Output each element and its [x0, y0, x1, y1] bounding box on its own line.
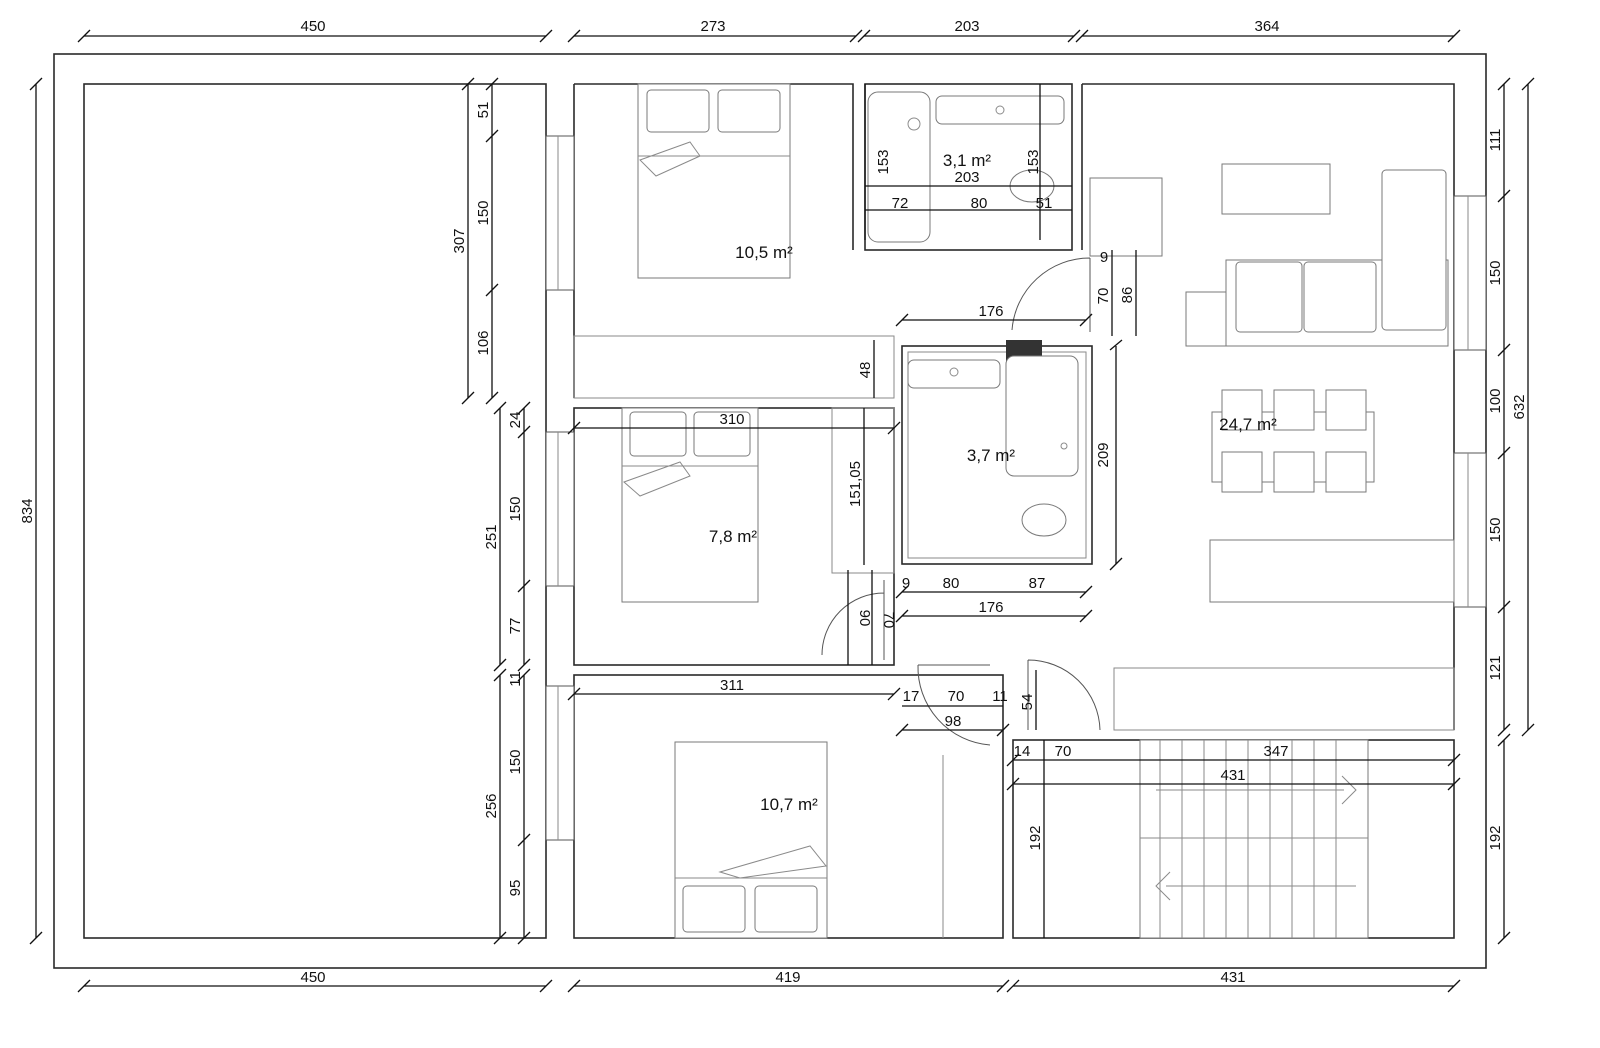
- dim-bath2-9: 9: [902, 575, 910, 592]
- dim-bath1-51: 51: [1036, 195, 1053, 212]
- dim-bath2-87: 87: [1029, 575, 1046, 592]
- closet-top: [573, 335, 895, 399]
- dim-stair-70: 70: [1055, 743, 1072, 760]
- dim-stair-192: 192: [1027, 825, 1044, 850]
- bathtub-large: [1005, 355, 1079, 477]
- dim-top-3: 203: [954, 18, 979, 35]
- dim-door-70b: 70: [948, 688, 965, 705]
- dim-stair-431: 431: [1220, 767, 1245, 784]
- kitchen-counter-bottom: [1113, 667, 1455, 731]
- dim-door-11: 11: [992, 688, 1008, 705]
- armchair: [1089, 177, 1163, 257]
- dim-door-54: 54: [1019, 694, 1036, 711]
- dim-right-3: 100: [1487, 388, 1504, 413]
- kitchen-counter: [1209, 539, 1455, 603]
- dim-bath2-80: 80: [943, 575, 960, 592]
- dim-top-4: 364: [1254, 18, 1279, 35]
- closet-middle: [831, 407, 895, 574]
- dim-terrace-51: 51: [475, 102, 492, 119]
- area-bathroom-small: 3,1 m²: [943, 151, 992, 170]
- window-5: [1453, 452, 1487, 608]
- dim-low-150: 150: [507, 749, 524, 774]
- door-bed-bottom: [917, 664, 991, 746]
- dim-right-2: 150: [1487, 260, 1504, 285]
- room-labels: 10,5 m² 3,1 m² 3,7 m² 7,8 m² 10,7 m² 24,…: [709, 151, 1277, 814]
- dim-low-256: 256: [483, 793, 500, 818]
- door-bed-middle: [821, 580, 885, 660]
- dim-low-95: 95: [507, 880, 524, 897]
- window-1: [545, 135, 575, 291]
- dim-bath1-203: 203: [954, 169, 979, 186]
- dim-hall-86: 86: [1119, 287, 1136, 304]
- dim-mid-24: 24: [507, 412, 524, 429]
- dim-bath2-176: 176: [978, 599, 1003, 616]
- dim-bed2-15105: 151,05: [847, 461, 864, 507]
- area-living-room: 24,7 m²: [1219, 415, 1277, 434]
- side-table: [1185, 291, 1227, 347]
- dim-mid-150: 150: [507, 496, 524, 521]
- dim-left-total: 834: [19, 498, 36, 523]
- dim-bed2-310: 310: [719, 411, 744, 428]
- area-bedroom-top: 10,5 m²: [735, 243, 793, 262]
- dim-top-9: 9: [1100, 249, 1108, 266]
- dimension-labels: 450 273 203 364 450 419 431 834 632 111 …: [19, 18, 1528, 986]
- toilet-large: [1021, 503, 1067, 537]
- dim-right-1: 111: [1487, 129, 1504, 152]
- dim-bed3-311: 311: [720, 677, 744, 694]
- dim-bath1-153a: 153: [875, 149, 892, 174]
- dim-low-11: 11: [507, 671, 524, 687]
- window-2: [545, 431, 575, 587]
- dim-top-2: 273: [700, 18, 725, 35]
- door-stair: [1027, 659, 1101, 731]
- dimension-ticks: [29, 29, 1535, 993]
- dim-stair-347: 347: [1263, 743, 1288, 760]
- tv-unit: [1221, 163, 1331, 215]
- window-3: [545, 685, 575, 841]
- dim-bath1-80: 80: [971, 195, 988, 212]
- dim-bottom-3: 431: [1220, 969, 1245, 986]
- window-4: [1453, 195, 1487, 351]
- dim-terrace-307: 307: [451, 228, 468, 253]
- dim-stair-14: 14: [1014, 743, 1031, 760]
- dim-right-5: 121: [1487, 655, 1504, 680]
- dim-right-total: 632: [1511, 394, 1528, 419]
- dim-right-6: 192: [1487, 825, 1504, 850]
- dim-bath1-72: 72: [892, 195, 909, 212]
- stairs: [1139, 739, 1369, 939]
- dim-terrace-106: 106: [475, 330, 492, 355]
- dim-door-17: 17: [903, 688, 920, 705]
- bathroom-large-walls: [901, 345, 1093, 565]
- dim-door-90: 90: [856, 610, 873, 627]
- dim-terrace-150: 150: [475, 200, 492, 225]
- dim-door-98: 98: [945, 713, 962, 730]
- area-bedroom-middle: 7,8 m²: [709, 527, 758, 546]
- door-living: [1011, 257, 1091, 332]
- sink-large: [907, 359, 1001, 389]
- sink-small: [935, 95, 1065, 125]
- dim-bath2-209: 209: [1095, 442, 1112, 467]
- dim-hall-48: 48: [857, 362, 874, 379]
- bathroom-large-inner: [907, 351, 1087, 559]
- dim-mid-251: 251: [483, 524, 500, 549]
- dimension-lines: [35, 35, 1529, 987]
- dim-bath1-153b: 153: [1025, 149, 1042, 174]
- dim-top-1: 450: [300, 18, 325, 35]
- dim-hall-70: 70: [1095, 288, 1112, 305]
- area-bedroom-bottom: 10,7 m²: [760, 795, 818, 814]
- dim-mid-77: 77: [507, 618, 524, 635]
- dim-door-70: 70: [880, 612, 897, 629]
- dim-bottom-2: 419: [775, 969, 800, 986]
- area-bathroom-large: 3,7 m²: [967, 446, 1016, 465]
- dim-bottom-1: 450: [300, 969, 325, 986]
- dim-right-4: 150: [1487, 517, 1504, 542]
- dim-hall-176: 176: [978, 303, 1003, 320]
